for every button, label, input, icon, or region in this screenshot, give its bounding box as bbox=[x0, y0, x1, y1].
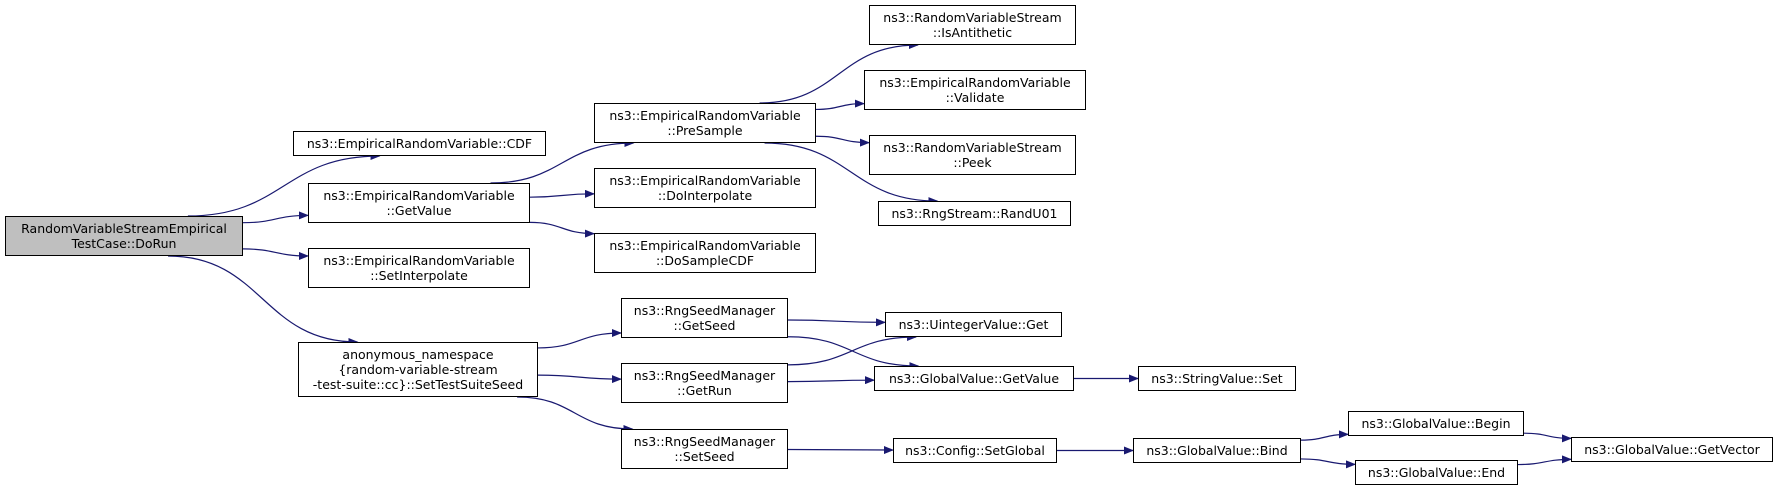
node-label-line: ::DoInterpolate bbox=[657, 188, 753, 203]
node-label-line: ns3::RandomVariableStream bbox=[883, 140, 1062, 155]
edge-getseed-to-globalgetvalue bbox=[787, 336, 920, 370]
node-getvalue[interactable]: ns3::EmpiricalRandomVariable::GetValue bbox=[308, 183, 530, 223]
node-label-line: ns3::EmpiricalRandomVariable::CDF bbox=[306, 136, 533, 151]
node-label-line: ::GetSeed bbox=[673, 318, 736, 333]
edge-getrun-to-uintegerget bbox=[787, 333, 918, 366]
node-label-line: {random-variable-stream bbox=[338, 362, 498, 377]
edge-dorun-to-settestsuiteseed bbox=[168, 255, 359, 346]
node-randu01[interactable]: ns3::RngStream::RandU01 bbox=[878, 201, 1071, 226]
node-label-line: ::SetInterpolate bbox=[370, 268, 468, 283]
edge-bind-to-begin bbox=[1300, 430, 1349, 441]
node-bind[interactable]: ns3::GlobalValue::Bind bbox=[1133, 438, 1301, 463]
edge-dorun-to-cdf bbox=[187, 152, 381, 217]
node-label-line: ::IsAntithetic bbox=[932, 25, 1013, 40]
node-label-line: ns3::GlobalValue::Begin bbox=[1361, 416, 1511, 431]
node-end[interactable]: ns3::GlobalValue::End bbox=[1355, 460, 1518, 485]
node-label-line: ::DoSampleCDF bbox=[655, 253, 755, 268]
node-settestsuiteseed[interactable]: anonymous_namespace{random-variable-stre… bbox=[298, 342, 538, 397]
node-label-line: ns3::UintegerValue::Get bbox=[898, 317, 1049, 332]
node-getvector[interactable]: ns3::GlobalValue::GetVector bbox=[1571, 437, 1773, 462]
edge-presample-to-isantithetic bbox=[759, 41, 919, 104]
node-dosamplecdf[interactable]: ns3::EmpiricalRandomVariable::DoSampleCD… bbox=[594, 233, 816, 273]
node-label-line: ::Validate bbox=[945, 90, 1005, 105]
edge-getvalue-to-dosamplecdf bbox=[529, 221, 595, 238]
node-label-line: ns3::EmpiricalRandomVariable bbox=[879, 75, 1071, 90]
node-dointerpolate[interactable]: ns3::EmpiricalRandomVariable::DoInterpol… bbox=[594, 168, 816, 208]
edge-presample-to-randu01 bbox=[764, 142, 939, 205]
node-label-line: ::GetRun bbox=[677, 383, 732, 398]
edge-settestsuiteseed-to-getrun bbox=[537, 374, 622, 384]
edge-dorun-to-setinterpolate bbox=[242, 248, 309, 260]
node-label-line: ns3::RngStream::RandU01 bbox=[891, 206, 1058, 221]
edge-setseed-to-setglobal bbox=[787, 446, 894, 455]
node-label-line: ns3::GlobalValue::GetVector bbox=[1584, 442, 1760, 457]
edge-getrun-to-globalgetvalue bbox=[787, 376, 875, 385]
node-isantithetic[interactable]: ns3::RandomVariableStream::IsAntithetic bbox=[869, 5, 1076, 45]
node-label-line: ns3::GlobalValue::End bbox=[1367, 465, 1506, 480]
node-label-line: ::PreSample bbox=[667, 123, 743, 138]
node-validate[interactable]: ns3::EmpiricalRandomVariable::Validate bbox=[864, 70, 1086, 110]
node-label-line: ::SetSeed bbox=[674, 449, 735, 464]
edge-getseed-to-uintegerget bbox=[787, 318, 886, 327]
edge-presample-to-validate bbox=[815, 99, 865, 111]
node-setglobal[interactable]: ns3::Config::SetGlobal bbox=[893, 438, 1057, 463]
node-label-line: ns3::EmpiricalRandomVariable bbox=[323, 253, 515, 268]
edge-begin-to-getvector bbox=[1523, 432, 1572, 443]
node-label-line: ns3::GlobalValue::GetValue bbox=[888, 371, 1060, 386]
node-label-line: ns3::EmpiricalRandomVariable bbox=[609, 173, 801, 188]
node-label-line: ns3::EmpiricalRandomVariable bbox=[609, 238, 801, 253]
node-uintegerget[interactable]: ns3::UintegerValue::Get bbox=[885, 312, 1062, 337]
edge-bind-to-end bbox=[1300, 458, 1356, 469]
node-label-line: -test-suite::cc}::SetTestSuiteSeed bbox=[312, 377, 524, 392]
node-stringset[interactable]: ns3::StringValue::Set bbox=[1138, 366, 1296, 391]
node-label-line: ::GetValue bbox=[386, 203, 452, 218]
node-label-line: ns3::EmpiricalRandomVariable bbox=[609, 108, 801, 123]
edge-getvalue-to-presample bbox=[490, 139, 635, 184]
node-getseed[interactable]: ns3::RngSeedManager::GetSeed bbox=[621, 298, 788, 338]
node-presample[interactable]: ns3::EmpiricalRandomVariable::PreSample bbox=[594, 103, 816, 143]
node-label-line: ns3::StringValue::Set bbox=[1151, 371, 1283, 386]
node-globalgetvalue[interactable]: ns3::GlobalValue::GetValue bbox=[874, 366, 1074, 391]
node-label-line: ns3::RandomVariableStream bbox=[883, 10, 1062, 25]
node-label-line: TestCase::DoRun bbox=[71, 236, 177, 251]
node-label-line: RandomVariableStreamEmpirical bbox=[21, 221, 227, 236]
node-label-line: ::Peek bbox=[953, 155, 992, 170]
edge-dorun-to-getvalue bbox=[242, 211, 309, 224]
node-getrun[interactable]: ns3::RngSeedManager::GetRun bbox=[621, 363, 788, 403]
edge-getvalue-to-dointerpolate bbox=[529, 189, 595, 198]
node-label-line: ns3::RngSeedManager bbox=[633, 434, 776, 449]
node-setseed[interactable]: ns3::RngSeedManager::SetSeed bbox=[621, 429, 788, 469]
node-label-line: ns3::EmpiricalRandomVariable bbox=[323, 188, 515, 203]
node-label-line: ns3::GlobalValue::Bind bbox=[1146, 443, 1288, 458]
edge-presample-to-peek bbox=[815, 135, 870, 147]
node-peek[interactable]: ns3::RandomVariableStream::Peek bbox=[869, 135, 1076, 175]
edge-settestsuiteseed-to-setseed bbox=[517, 396, 634, 433]
edge-end-to-getvector bbox=[1517, 455, 1572, 466]
node-label-line: ns3::Config::SetGlobal bbox=[905, 443, 1045, 458]
node-label-line: ns3::RngSeedManager bbox=[633, 303, 776, 318]
node-setinterpolate[interactable]: ns3::EmpiricalRandomVariable::SetInterpo… bbox=[308, 248, 530, 288]
edge-settestsuiteseed-to-getseed bbox=[537, 329, 622, 349]
node-label-line: anonymous_namespace bbox=[342, 347, 494, 362]
node-begin[interactable]: ns3::GlobalValue::Begin bbox=[1348, 411, 1524, 436]
node-label-line: ns3::RngSeedManager bbox=[633, 368, 776, 383]
node-cdf[interactable]: ns3::EmpiricalRandomVariable::CDF bbox=[293, 131, 546, 156]
